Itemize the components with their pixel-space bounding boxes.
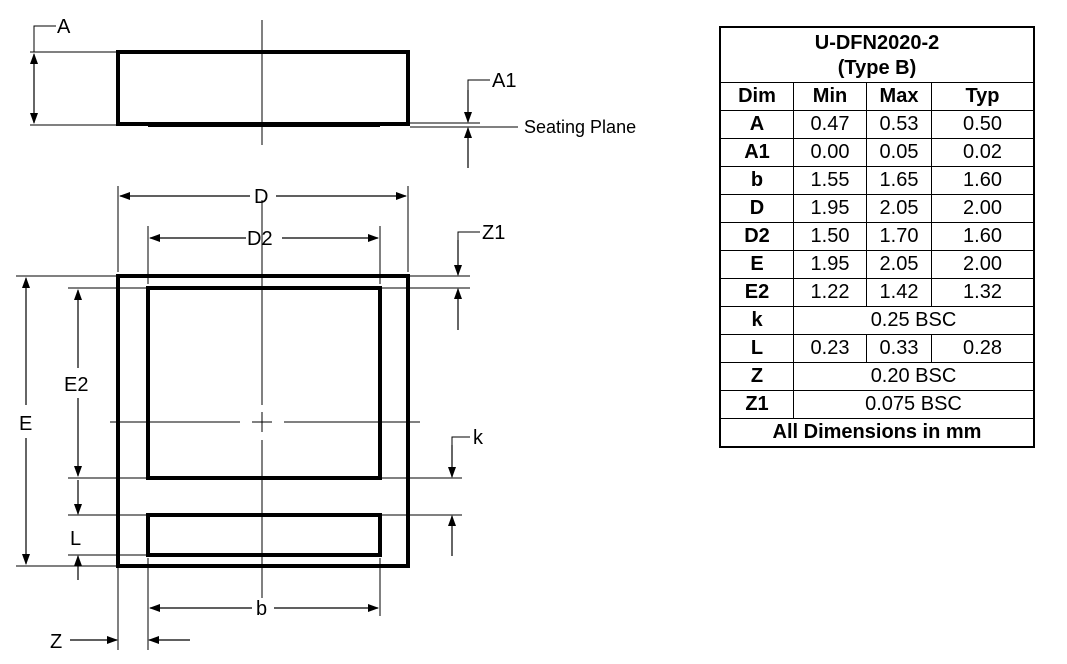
label-seating-plane: Seating Plane [524,117,636,137]
side-view-body [116,50,410,126]
row-dim: L [719,334,794,363]
row-dim: A1 [719,138,794,167]
row-dim: Z [719,362,794,391]
label-D2: D2 [247,228,273,250]
label-b: b [256,598,267,620]
label-L: L [70,528,81,550]
label-Z1: Z1 [482,222,505,244]
row-dim: E [719,250,794,279]
label-Z: Z [50,631,62,653]
row-typ: 0.02 [931,138,1035,167]
table-title-line2: (Type B) [837,57,917,79]
row-min: 0.23 [793,334,867,363]
table-row: b 1.55 1.65 1.60 [719,166,1035,195]
row-min: 1.50 [793,222,867,251]
row-max: 0.05 [866,138,932,167]
table-row: Z1 0.075 BSC [719,390,1035,419]
row-max: 2.05 [866,250,932,279]
row-typ: 2.00 [931,194,1035,223]
table-header-row: Dim Min Max Typ [719,82,1035,111]
row-dim: k [719,306,794,335]
row-max: 0.53 [866,110,932,139]
row-min: 0.47 [793,110,867,139]
label-D: D [254,186,268,208]
row-typ: 1.60 [931,222,1035,251]
row-max: 2.05 [866,194,932,223]
table-row: Z 0.20 BSC [719,362,1035,391]
exposed-pad [146,286,382,480]
table-row: E 1.95 2.05 2.00 [719,250,1035,279]
dimensions-table: U-DFN2020-2 (Type B) Dim Min Max Typ A 0… [719,26,1035,448]
row-max: 1.65 [866,166,932,195]
table-title-line1: U-DFN2020-2 [814,32,940,54]
row-dim: Z1 [719,390,794,419]
row-min: 0.00 [793,138,867,167]
row-dim: A [719,110,794,139]
row-min: 1.95 [793,250,867,279]
row-dim: b [719,166,794,195]
row-max: 1.42 [866,278,932,307]
label-A1: A1 [492,70,516,92]
row-span-value: 0.20 BSC [793,362,1035,391]
label-E: E [19,413,32,435]
header-max: Max [866,82,932,111]
row-max: 0.33 [866,334,932,363]
table-row: D2 1.50 1.70 1.60 [719,222,1035,251]
table-footer: All Dimensions in mm [719,418,1035,448]
package-outline [116,274,410,568]
row-min: 1.22 [793,278,867,307]
row-min: 1.95 [793,194,867,223]
row-typ: 1.32 [931,278,1035,307]
row-typ: 2.00 [931,250,1035,279]
row-dim: D [719,194,794,223]
label-A: A [57,16,71,38]
row-typ: 1.60 [931,166,1035,195]
table-title: U-DFN2020-2 (Type B) [719,26,1035,83]
row-typ: 0.28 [931,334,1035,363]
row-typ: 0.50 [931,110,1035,139]
table-footer-row: All Dimensions in mm [719,418,1035,448]
header-typ: Typ [931,82,1035,111]
row-span-value: 0.25 BSC [793,306,1035,335]
table-row: E2 1.22 1.42 1.32 [719,278,1035,307]
side-view: A A1 Seating Plane [30,16,636,168]
table-row: A1 0.00 0.05 0.02 [719,138,1035,167]
row-min: 1.55 [793,166,867,195]
label-k: k [473,427,484,449]
terminal-pad [146,513,382,557]
table-row: L 0.23 0.33 0.28 [719,334,1035,363]
row-dim: D2 [719,222,794,251]
table-title-row: U-DFN2020-2 (Type B) [719,26,1035,83]
bottom-view: D D2 Z1 E E2 [16,186,505,653]
table-row: k 0.25 BSC [719,306,1035,335]
header-dim: Dim [719,82,794,111]
table-row: D 1.95 2.05 2.00 [719,194,1035,223]
row-dim: E2 [719,278,794,307]
row-max: 1.70 [866,222,932,251]
header-min: Min [793,82,867,111]
label-E2: E2 [64,374,88,396]
row-span-value: 0.075 BSC [793,390,1035,419]
table-row: A 0.47 0.53 0.50 [719,110,1035,139]
